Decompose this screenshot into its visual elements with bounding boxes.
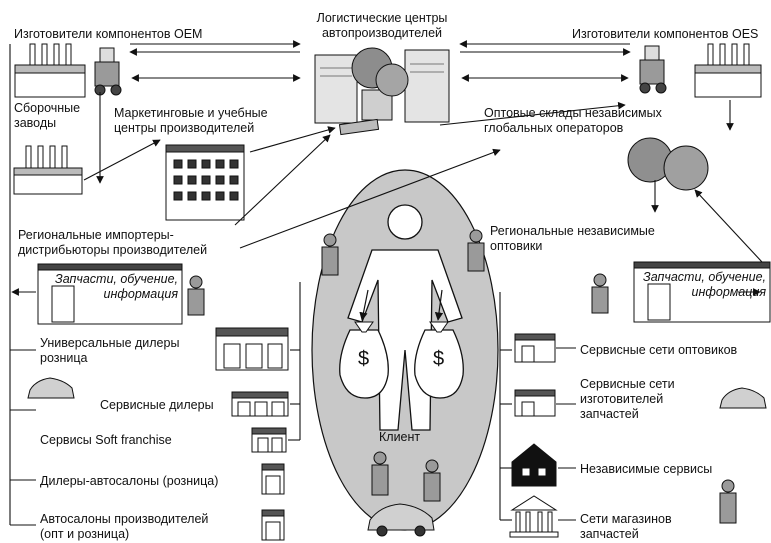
client-person-icon	[347, 204, 463, 431]
person-worker-icons	[187, 229, 737, 524]
label-service-dealers: Сервисные дилеры	[100, 398, 214, 412]
label-regional-wholesalers-line1: Региональные независимые	[490, 224, 655, 238]
label-manufacturer-showrooms-line1: Автосалоны производителей	[40, 512, 209, 526]
factory-oes-icon	[694, 43, 762, 98]
label-wholesaler-service-chains: Сервисные сети оптовиков	[580, 343, 738, 357]
shop-dealer-icon	[261, 463, 285, 495]
money-symbol-right: $	[433, 348, 445, 370]
label-parts-store-chains-line1: Сети магазинов	[580, 512, 672, 526]
bank-icon	[509, 495, 559, 538]
label-wholesale-global-line2: глобальных операторов	[484, 121, 624, 135]
connector-lines	[9, 40, 763, 526]
banner-right-text-line2: информация	[691, 285, 766, 299]
forklift-left-icon	[94, 47, 122, 96]
label-regional-wholesalers-line2: оптовики	[490, 239, 543, 253]
shop-manufacturer-icon	[261, 509, 285, 541]
banner-left-text-line2: информация	[103, 287, 178, 301]
factory-oem-icon	[14, 43, 86, 98]
label-marketing-centers-line2: центры производителей	[114, 121, 255, 135]
shop-parts-maker-icon	[514, 389, 556, 417]
label-soft-franchise: Сервисы Soft franchise	[40, 433, 172, 447]
label-independent-services: Независимые сервисы	[580, 462, 713, 476]
banner-left-text-line1: Запчасти, обучение,	[55, 272, 178, 286]
money-symbol-left: $	[358, 348, 370, 370]
forklift-right-icon	[639, 45, 667, 94]
marketing-building-icon	[165, 144, 245, 221]
label-oes-manufacturers: Изготовители компонентов OES	[572, 27, 759, 41]
server-icon	[314, 49, 450, 136]
label-dealer-showrooms: Дилеры-автосалоны (розница)	[40, 474, 219, 488]
globe-right-icon	[627, 137, 709, 191]
shop-universal-icon	[215, 327, 289, 371]
label-marketing-centers-line1: Маркетинговые и учебные	[114, 106, 268, 120]
shop-service-icon	[231, 391, 289, 417]
label-logistics-centers-line1: Логистические центры	[316, 11, 448, 25]
label-client: Клиент	[379, 430, 421, 444]
label-regional-importers-line2: дистрибьюторы производителей	[18, 243, 208, 257]
banner-right-text-line1: Запчасти, обучение,	[643, 270, 766, 284]
money-bag-right-icon	[414, 321, 464, 399]
label-manufacturer-showrooms-line2: (опт и розница)	[40, 527, 130, 541]
label-universal-dealers-line1: Универсальные дилеры	[40, 336, 180, 350]
label-parts-maker-services-line1: Сервисные сети	[580, 377, 675, 391]
shop-soft-franchise-icon	[251, 427, 287, 453]
label-wholesale-global-line1: Оптовые склады независимых	[484, 106, 662, 120]
label-parts-maker-services-line2: изготовителей	[580, 392, 664, 406]
globe-icon	[351, 47, 409, 97]
label-parts-maker-services-line3: запчастей	[580, 407, 639, 421]
label-parts-store-chains-line2: запчастей	[580, 527, 639, 541]
label-regional-importers-line1: Региональные импортеры-	[18, 228, 174, 242]
label-logistics-centers-line2: автопроизводителей	[321, 26, 443, 40]
house-icon	[511, 443, 557, 487]
label-universal-dealers-line2: розница	[40, 351, 88, 365]
factory-assembly-icon	[13, 145, 83, 195]
car-icons	[27, 377, 767, 537]
money-bag-left-icon	[339, 321, 389, 399]
label-oem-manufacturers: Изготовители компонентов OEM	[14, 27, 203, 41]
shop-wholesaler-service-icon	[514, 333, 556, 363]
label-assembly-plants-line1: Сборочные	[14, 101, 81, 115]
banner-left-box	[37, 263, 183, 325]
banner-right-box	[633, 261, 771, 323]
label-assembly-plants-line2: заводы	[14, 116, 57, 130]
